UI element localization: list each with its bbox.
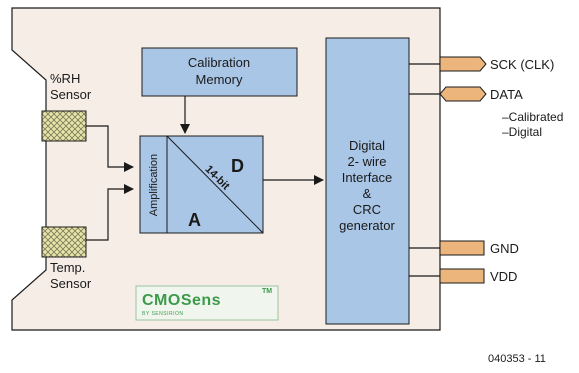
gnd-label: GND — [490, 241, 519, 256]
temp-sensor-element — [41, 226, 87, 258]
digital-interface-line-5: CRC — [353, 202, 381, 217]
digital-interface-line-6: generator — [339, 218, 395, 233]
digital-interface-line-4: & — [363, 186, 372, 201]
adc-diagonal — [166, 135, 264, 234]
calibration-memory-label-1: Calibration — [188, 55, 250, 70]
adc-d-label: D — [231, 156, 244, 176]
vdd-pin — [439, 268, 485, 284]
logo-brand: CMOSens — [142, 292, 221, 309]
sck-pin — [439, 56, 487, 72]
calibration-memory-block — [141, 47, 298, 97]
data-label: DATA — [490, 87, 523, 102]
logo-tagline: BY SENSIRION — [142, 311, 183, 317]
digital-interface-block — [325, 37, 410, 325]
data-note-digital: –Digital — [502, 125, 542, 139]
data-pin — [439, 86, 487, 102]
logo-trademark: TM — [262, 288, 272, 295]
temp-sensor-label-1: Temp. — [50, 260, 85, 275]
rh-sensor-label-2: Sensor — [50, 87, 92, 102]
digital-interface-line-1: Digital — [349, 138, 385, 153]
data-note-calibrated: –Calibrated — [502, 110, 563, 124]
calibration-memory-label-2: Memory — [196, 72, 243, 87]
vdd-label: VDD — [490, 269, 517, 284]
rh-to-amp-line — [86, 125, 134, 172]
cmosens-logo: CMOSens TM BY SENSIRION — [135, 285, 279, 321]
rh-sensor-label-1: %RH — [50, 71, 80, 86]
digital-interface-line-2: 2- wire — [347, 154, 386, 169]
temp-to-amp-line — [86, 184, 134, 241]
sck-label: SCK (CLK) — [490, 57, 554, 72]
gnd-pin — [439, 240, 485, 256]
adc-a-label: A — [188, 210, 201, 230]
temp-sensor-label-2: Sensor — [50, 276, 92, 291]
rh-sensor-element — [41, 110, 87, 142]
digital-interface-line-3: Interface — [342, 170, 393, 185]
amplification-label: Amplification — [148, 154, 160, 216]
figure-id: 040353 - 11 — [488, 353, 546, 365]
